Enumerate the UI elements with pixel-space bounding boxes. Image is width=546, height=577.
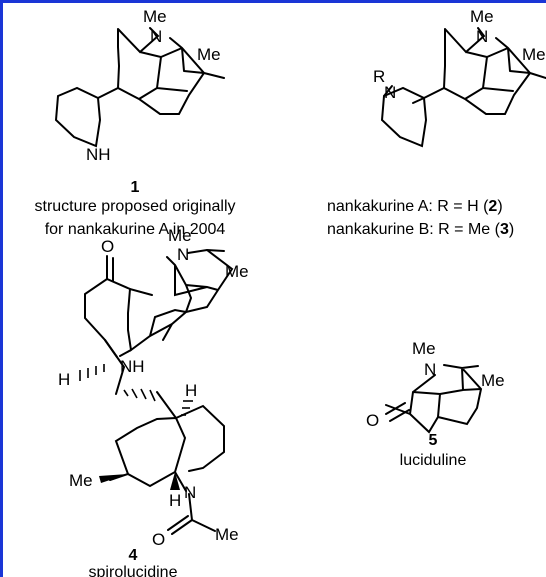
compound-1-label: 1 bbox=[131, 179, 140, 196]
compound-4-atom-me-left: Me bbox=[69, 471, 93, 490]
compound-1-structure: Me N Me NH 1 structure proposed original… bbox=[35, 7, 236, 238]
compound-5-atom-o-ketone: O bbox=[366, 411, 379, 430]
compound-4-name: spirolucidine bbox=[89, 564, 178, 577]
hashed-bond-h-side bbox=[79, 364, 105, 381]
nankakurine-a-number: 2 bbox=[488, 198, 497, 215]
compound-4-atom-nh: NH bbox=[120, 357, 145, 376]
compound-2-3-atom-me-top: Me bbox=[470, 7, 494, 26]
nankakurine-a-caption-suffix: ) bbox=[497, 198, 502, 215]
compound-2-3-bonds bbox=[380, 27, 546, 148]
compound-4-atom-h-bottom: H bbox=[169, 491, 181, 510]
compound-5-bonds bbox=[385, 364, 483, 434]
compound-2-3-atom-me-right: Me bbox=[522, 45, 546, 64]
compound-4-atom-me-top: Me bbox=[168, 226, 192, 245]
compound-4-atom-n-acetyl: N bbox=[184, 483, 196, 502]
nankakurine-b-number: 3 bbox=[500, 221, 509, 238]
compound-5-label: 5 bbox=[429, 432, 438, 449]
compound-5-structure: Me N Me O 5 luciduline bbox=[366, 339, 505, 469]
compound-4-atom-me-right: Me bbox=[225, 262, 249, 281]
compound-4-label: 4 bbox=[129, 547, 138, 564]
compound-5-atom-me-top: Me bbox=[412, 339, 436, 358]
compound-4-atom-n-top: N bbox=[177, 245, 189, 264]
compound-1-atom-me-right: Me bbox=[197, 45, 221, 64]
compound-1-bonds bbox=[54, 27, 225, 148]
nankakurine-a-caption: nankakurine A: R = H (2) bbox=[327, 198, 503, 215]
compound-4-stereo-bonds bbox=[79, 364, 193, 490]
nankakurine-b-caption: nankakurine B: R = Me (3) bbox=[327, 221, 514, 238]
nankakurine-b-caption-suffix: ) bbox=[509, 221, 514, 238]
compound-5-name: luciduline bbox=[400, 452, 467, 469]
wedge-bond-methyl bbox=[99, 474, 128, 483]
compound-4-bonds bbox=[84, 248, 234, 535]
compound-4-structure: O Me N Me NH H H Me H N O Me 4 spiroluci… bbox=[58, 226, 249, 577]
compound-1-caption-line-2: for nankakurine A in 2004 bbox=[45, 221, 226, 238]
hashed-bond-h-top bbox=[181, 400, 193, 416]
compound-1-atom-nh: NH bbox=[86, 145, 111, 164]
compound-4-atom-me-acetyl: Me bbox=[215, 525, 239, 544]
compound-2-3-atom-n-top: N bbox=[476, 27, 488, 46]
compound-1-atom-n-top: N bbox=[150, 27, 162, 46]
compound-4-atom-o-ketone: O bbox=[101, 237, 114, 256]
compound-1-atom-me-top: Me bbox=[143, 7, 167, 26]
compound-4-atom-h-top: H bbox=[185, 381, 197, 400]
compound-2-3-structure: R N Me N Me nankakurine A: R = H (2) nan… bbox=[327, 7, 546, 238]
compound-4-atom-o-acetyl: O bbox=[152, 530, 165, 549]
compound-5-atom-me-right: Me bbox=[481, 371, 505, 390]
compound-2-3-atom-n-pip: N bbox=[384, 83, 396, 102]
compound-1-caption-line-1: structure proposed originally bbox=[35, 198, 236, 215]
wedge-bond-h-bottom bbox=[170, 472, 180, 490]
nankakurine-a-caption-prefix: nankakurine A: R = H ( bbox=[327, 198, 489, 215]
compound-2-3-atom-r: R bbox=[373, 67, 385, 86]
compound-5-atom-n-top: N bbox=[424, 360, 436, 379]
nankakurine-b-caption-prefix: nankakurine B: R = Me ( bbox=[327, 221, 501, 238]
compound-4-atom-h-side: H bbox=[58, 370, 70, 389]
hashed-bond-side-chain bbox=[123, 388, 156, 402]
